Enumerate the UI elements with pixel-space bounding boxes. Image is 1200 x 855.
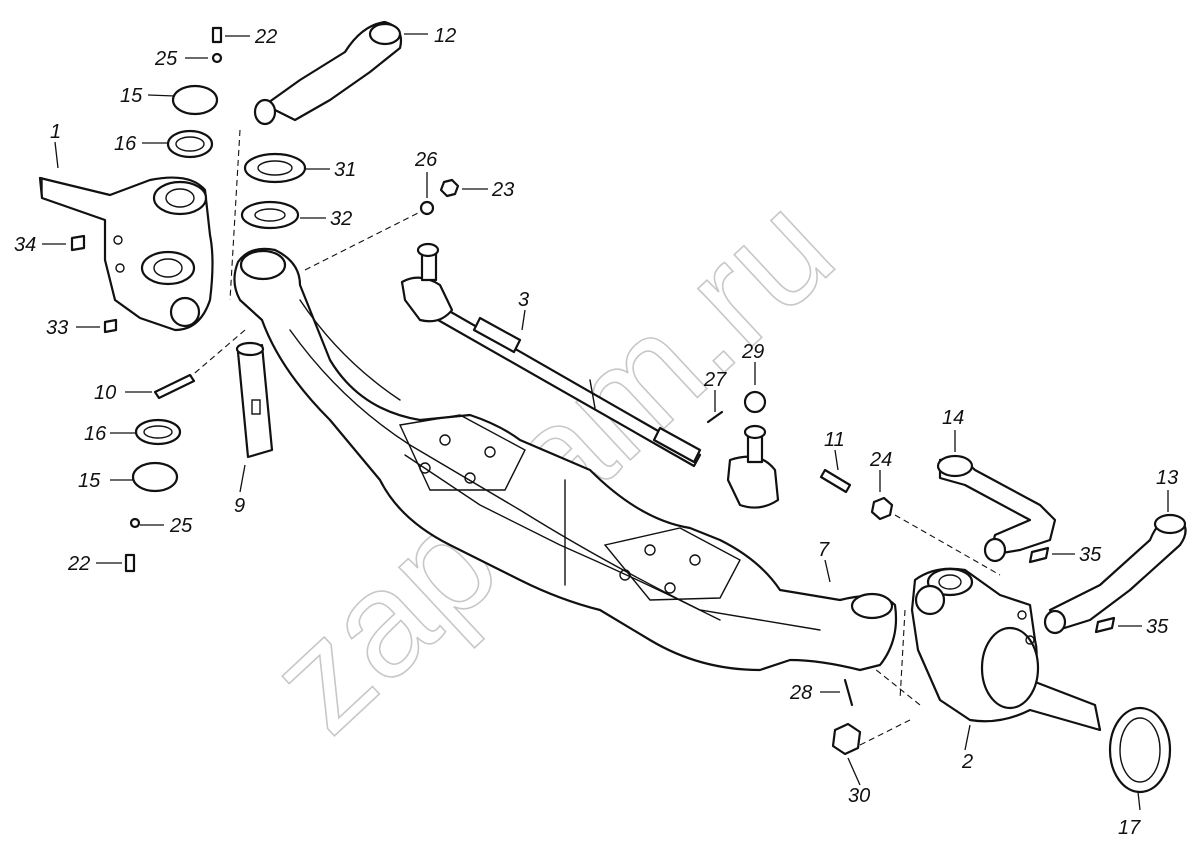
assembly-lines [174, 129, 1001, 746]
steering-arm-right-upper [936, 454, 1057, 563]
callout-15-upper: 15 [120, 85, 143, 107]
callout-35-upper: 35 [1079, 544, 1102, 566]
callout-9: 9 [234, 495, 245, 517]
callout-1: 1 [50, 121, 61, 143]
callout-33: 33 [46, 317, 68, 339]
callout-22-lower: 22 [67, 553, 90, 575]
callout-23: 23 [491, 179, 514, 201]
callout-17: 17 [1118, 817, 1141, 839]
callout-7: 7 [818, 539, 830, 561]
callout-13: 13 [1156, 467, 1178, 489]
callout-16-upper: 16 [114, 133, 137, 155]
steering-arm-upper [253, 20, 403, 126]
callout-3: 3 [518, 289, 529, 311]
callout-30: 30 [848, 785, 870, 807]
front-beam [233, 247, 898, 672]
callout-31: 31 [334, 159, 356, 181]
steering-arm-right-lower [1043, 513, 1187, 635]
callout-14: 14 [942, 407, 964, 429]
callout-24: 24 [869, 449, 892, 471]
king-pin [235, 341, 274, 459]
bearing-ring [1108, 706, 1172, 794]
callout-25-lower: 25 [169, 515, 193, 537]
callout-12: 12 [434, 25, 456, 47]
shims [240, 152, 307, 230]
callout-15-lower: 15 [78, 470, 101, 492]
callout-10: 10 [94, 382, 116, 404]
wedge-bolt [153, 373, 196, 400]
callouts: 1 2 3 7 9 10 11 12 13 14 15 15 16 16 17 … [14, 25, 1178, 839]
right-steering-knuckle [910, 567, 1102, 732]
callout-27: 27 [703, 369, 727, 391]
callout-32: 32 [330, 208, 352, 230]
callout-29: 29 [741, 341, 764, 363]
small-hardware [70, 26, 1116, 756]
tie-rod [400, 242, 780, 509]
covers-and-gaskets [131, 84, 219, 493]
callout-16-lower: 16 [84, 423, 107, 445]
callout-34: 34 [14, 234, 36, 256]
callout-2: 2 [961, 751, 973, 773]
left-steering-knuckle [38, 176, 214, 332]
callout-22-upper: 22 [254, 26, 277, 48]
callout-26: 26 [414, 149, 438, 171]
callout-28: 28 [789, 682, 812, 704]
callout-11: 11 [824, 429, 845, 451]
callout-35-lower: 35 [1146, 616, 1169, 638]
leader-lines [42, 33, 1169, 811]
callout-25-upper: 25 [154, 48, 178, 70]
